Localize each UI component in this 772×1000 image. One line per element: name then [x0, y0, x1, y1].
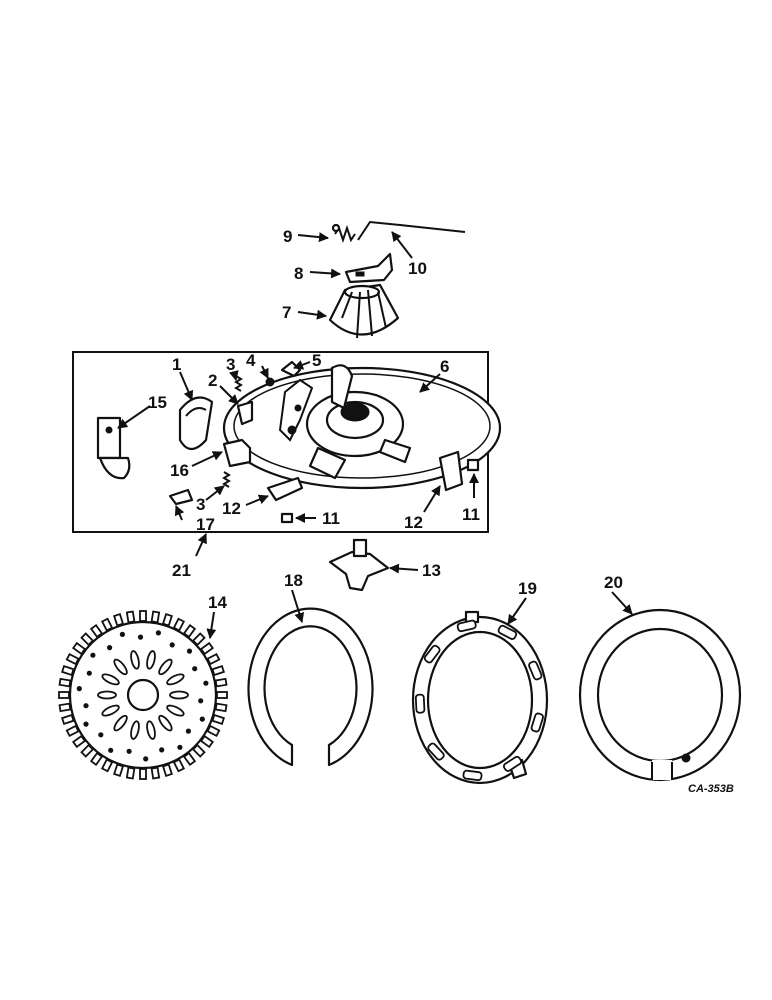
- part-14-seed-plate: [58, 610, 228, 780]
- part-1-cam: [178, 396, 214, 451]
- label-12-right: 12: [404, 513, 423, 532]
- label-19: 19: [518, 579, 537, 598]
- label-4: 4: [246, 351, 256, 370]
- label-3-upper: 3: [226, 355, 235, 374]
- label-20: 20: [604, 573, 623, 592]
- label-21: 21: [172, 561, 191, 580]
- part-15-bracket: [96, 416, 131, 480]
- label-11-right: 11: [462, 505, 480, 524]
- label-13: 13: [422, 561, 441, 580]
- drawing-code: CA-353B: [688, 783, 734, 795]
- label-14: 14: [208, 593, 227, 612]
- label-9: 9: [283, 227, 292, 246]
- label-3-lower: 3: [196, 495, 205, 514]
- part-18-split-ring: [247, 607, 374, 767]
- label-1: 1: [172, 355, 181, 374]
- part-5-clip: [280, 360, 302, 378]
- part-3-spring-upper: [234, 375, 243, 392]
- label-15: 15: [148, 393, 167, 412]
- label-12-left: 12: [222, 499, 241, 518]
- label-7: 7: [282, 303, 291, 322]
- label-2: 2: [208, 371, 217, 390]
- label-8: 8: [294, 264, 303, 283]
- label-11-left: 11: [322, 509, 340, 528]
- part-16-block: [222, 438, 252, 468]
- leader-lines: [117, 231, 633, 639]
- part-11-plate-left: [280, 512, 294, 524]
- label-18: 18: [284, 571, 303, 590]
- part-10-rod: [357, 220, 466, 241]
- part-19-slotted-ring: [411, 610, 549, 785]
- part-2-latch: [236, 400, 254, 426]
- part-17-pawl: [168, 488, 194, 506]
- part-3-spring-lower: [222, 471, 231, 488]
- part-6-housing: [222, 364, 502, 490]
- part-11-plate-right: [466, 458, 480, 472]
- part-20-notched-ring: [578, 608, 742, 782]
- label-5: 5: [312, 351, 321, 370]
- part-4-pin: [265, 377, 275, 387]
- part-12-arm-right: [438, 450, 464, 492]
- part-8-bracket: [344, 252, 394, 284]
- part-9-spring: [331, 223, 356, 244]
- part-12-arm-left: [266, 476, 304, 502]
- label-16: 16: [170, 461, 189, 480]
- label-17: 17: [196, 515, 215, 534]
- part-7-cone: [328, 283, 400, 339]
- part-13-hub: [328, 538, 390, 592]
- label-6: 6: [440, 357, 449, 376]
- label-10: 10: [408, 259, 427, 278]
